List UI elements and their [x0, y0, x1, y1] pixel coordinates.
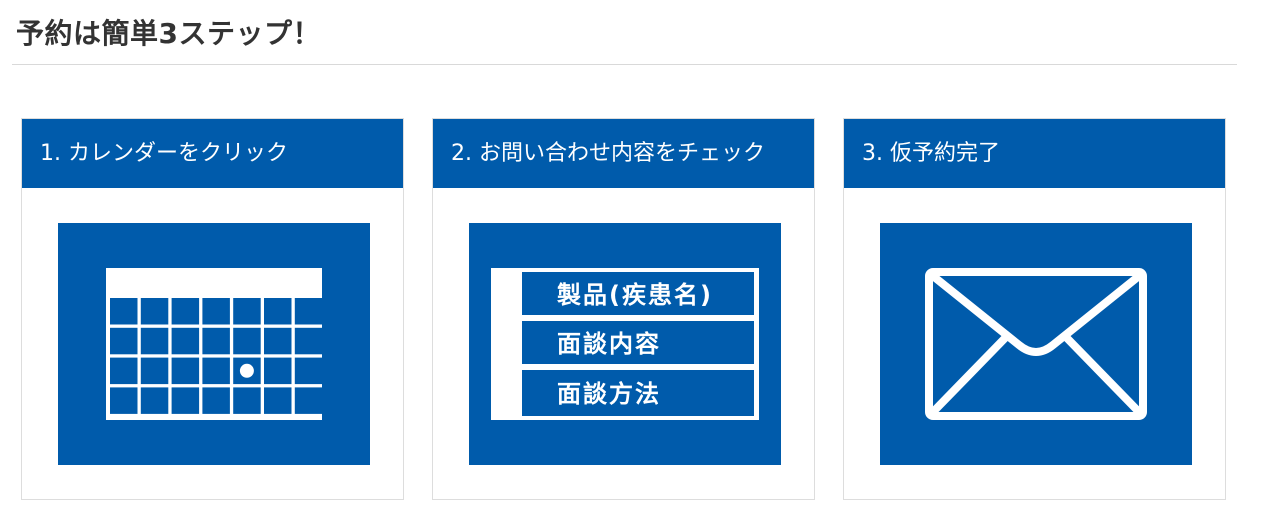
calendar-icon	[58, 223, 370, 465]
title-divider	[12, 64, 1237, 65]
step-card-reservation-complete: 3. 仮予約完了	[843, 118, 1226, 500]
step-3-title: 3. 仮予約完了	[844, 119, 1225, 188]
step-1-title: 1. カレンダーをクリック	[22, 119, 403, 188]
form-checklist-icon: 製品(疾患名) 面談内容 面談方法	[469, 223, 781, 465]
page-title: 予約は簡単3ステップ！	[16, 17, 321, 50]
form-field-meeting-content: 面談内容	[557, 330, 661, 358]
step-2-title: 2. お問い合わせ内容をチェック	[433, 119, 814, 188]
form-field-meeting-method: 面談方法	[557, 380, 661, 408]
step-card-calendar: 1. カレンダーをクリック	[21, 118, 404, 500]
form-field-product: 製品(疾患名)	[557, 281, 713, 309]
envelope-icon	[880, 223, 1192, 465]
step-card-inquiry-form: 2. お問い合わせ内容をチェック 製品(疾患名) 面談内容 面談方法	[432, 118, 815, 500]
